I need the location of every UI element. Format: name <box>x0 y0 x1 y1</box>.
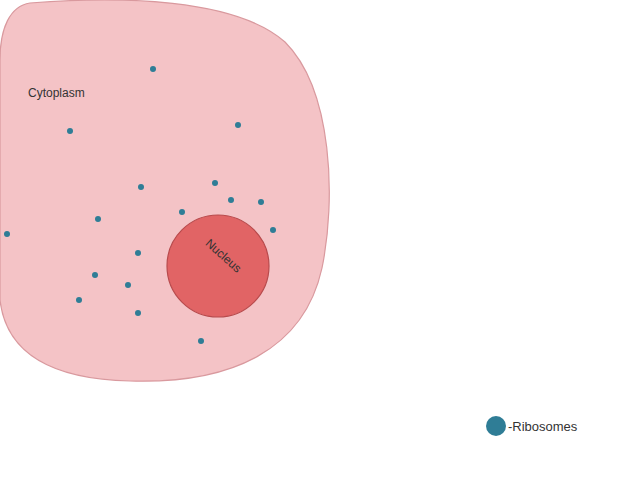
ribosome-dot <box>212 180 218 186</box>
cell-outline <box>0 0 336 386</box>
ribosome-dot <box>92 272 98 278</box>
legend-swatch <box>486 416 506 436</box>
ribosome-dot <box>198 338 204 344</box>
ribosome-dot <box>179 209 185 215</box>
ribosome-dot <box>235 122 241 128</box>
legend-text: -Ribosomes <box>508 419 577 434</box>
ribosome-dot <box>228 197 234 203</box>
ribosome-dot <box>258 199 264 205</box>
ribosome-dot <box>135 310 141 316</box>
cell-body: CytoplasmNucleus <box>0 0 336 386</box>
legend: -Ribosomes <box>486 416 577 436</box>
ribosome-dot <box>270 227 276 233</box>
region-label: Cytoplasm <box>28 86 85 100</box>
ribosome-dot <box>95 216 101 222</box>
ribosome-dot <box>135 250 141 256</box>
legend-row: -Ribosomes <box>486 416 577 436</box>
nucleus-outline <box>166 214 270 318</box>
ribosome-dot <box>67 128 73 134</box>
ribosome-dot <box>138 184 144 190</box>
ribosome-dot <box>76 297 82 303</box>
ribosome-dot <box>150 66 156 72</box>
ribosome-dot <box>125 282 131 288</box>
ribosome-dot <box>4 231 10 237</box>
nucleus-circle: Nucleus <box>166 214 270 318</box>
